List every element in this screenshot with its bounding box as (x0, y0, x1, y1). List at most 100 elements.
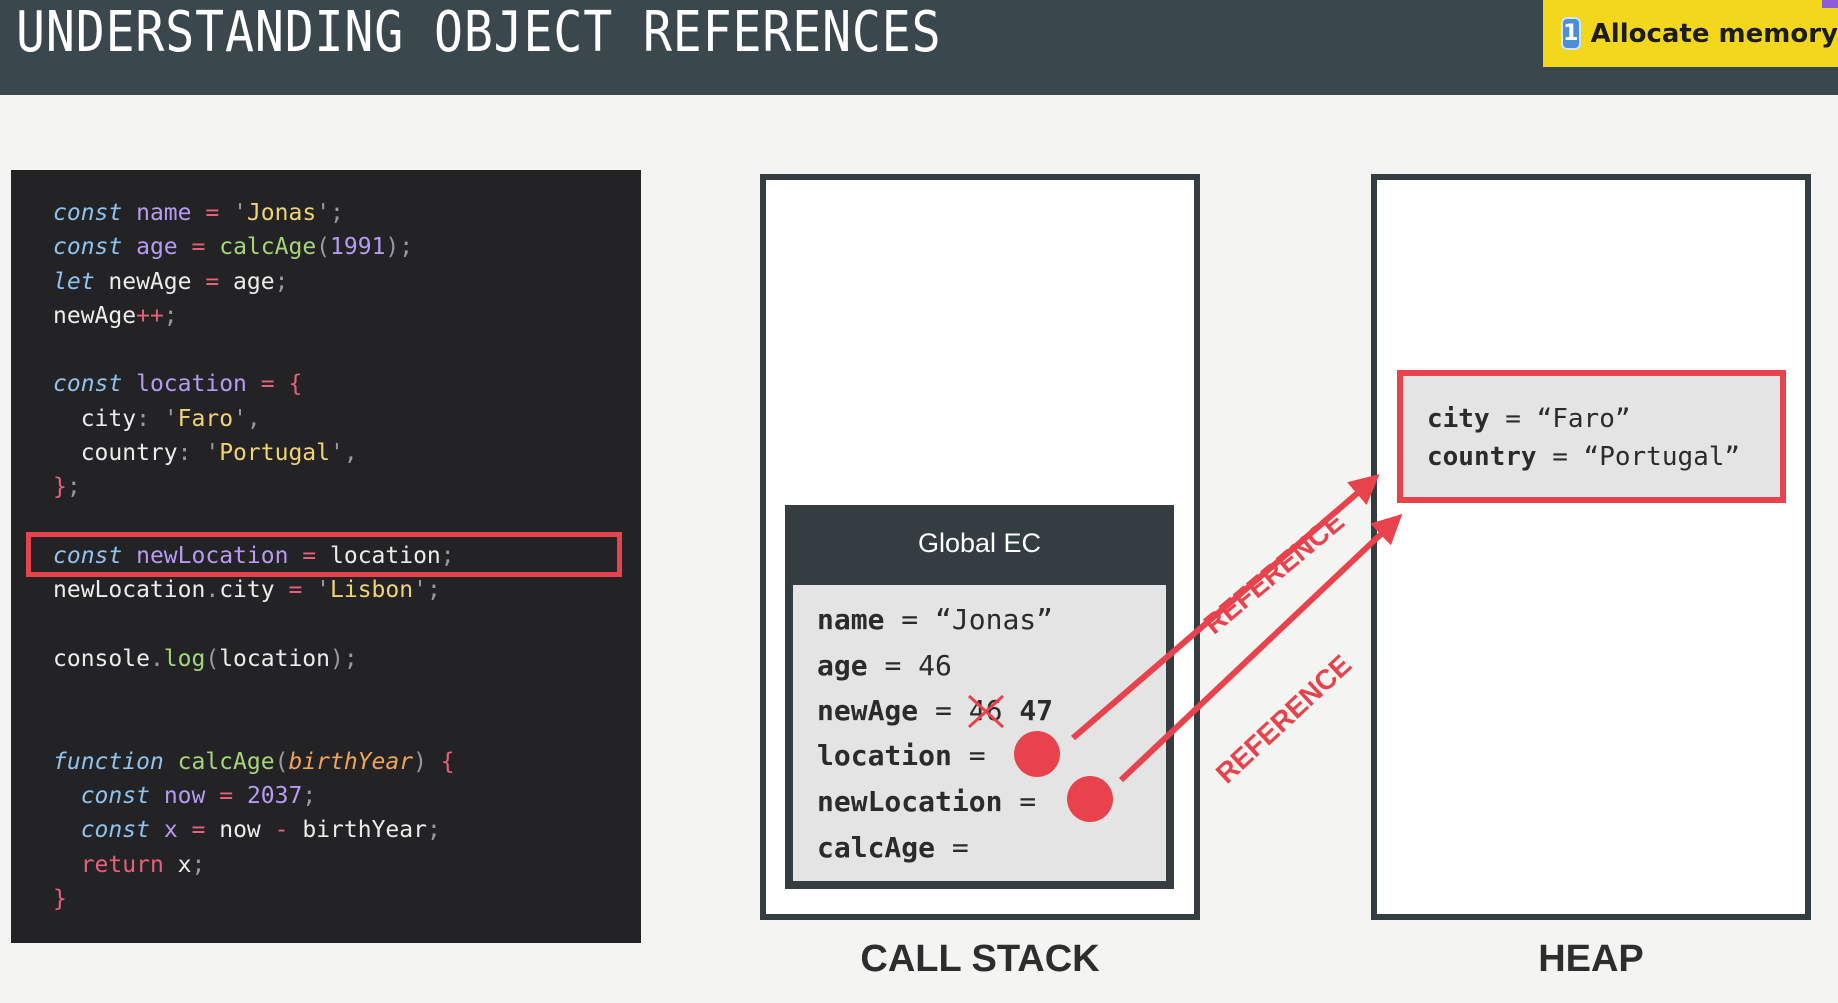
code-token: = (219, 783, 234, 810)
code-token: = (302, 542, 317, 569)
code-token: ' (413, 577, 427, 604)
heap-key: city (1427, 404, 1490, 434)
code-token: ; (399, 234, 414, 261)
code-token: } (53, 474, 67, 501)
code-token: ' (329, 440, 344, 467)
ec-equals: = (968, 739, 986, 772)
heap-key: country (1427, 442, 1537, 472)
code-token: , (246, 405, 261, 432)
ec-row-newlocation: newLocation = (817, 785, 1036, 825)
global-execution-context: Global EC name = “Jonas” age = 46 newAge… (785, 505, 1174, 889)
code-token: ' (316, 200, 331, 226)
code-token: : (177, 440, 192, 467)
code-token: ( (316, 234, 331, 261)
code-token: city (219, 577, 289, 604)
ec-row-newage: newAge = 46 47 (817, 694, 1053, 734)
code-token: location (219, 645, 330, 672)
code-line: newAge++; (53, 299, 455, 333)
code-token: 1991 (330, 234, 386, 261)
code-token: 2037 (246, 783, 303, 810)
ec-equals: = (951, 831, 969, 864)
heap-equals: = (1505, 404, 1521, 434)
code-line: console.log(location); (53, 642, 455, 676)
code-token: ; (66, 474, 81, 501)
code-token: ' (205, 440, 220, 467)
code-token: calcAge (219, 234, 317, 261)
global-ec-variables: name = “Jonas” age = 46 newAge = 46 47 l… (793, 585, 1166, 881)
step-badge: 1 Allocate memory (1543, 0, 1838, 67)
code-line: }; (53, 470, 455, 504)
code-line: const age = calcAge(1991); (53, 230, 455, 264)
code-token: ; (191, 851, 206, 878)
ec-key: newAge (817, 694, 919, 727)
code-token: { (440, 748, 455, 775)
code-line: let newAge = age; (53, 265, 455, 299)
heap-row-city: city = “Faro” (1427, 404, 1631, 434)
code-token: = (191, 234, 206, 261)
ec-equals: = (901, 603, 919, 636)
code-token: country (53, 440, 178, 467)
code-line: country: 'Portugal', (53, 436, 455, 470)
code-token: ( (274, 748, 289, 775)
code-token: x (163, 817, 178, 844)
ec-row-calcage: calcAge = (817, 831, 969, 871)
ec-old-value: 46 (967, 694, 1004, 729)
code-token: : (136, 405, 150, 432)
heap-value: “Faro” (1536, 404, 1631, 434)
code-token: now (163, 783, 206, 810)
code-token: = (288, 577, 303, 604)
code-token: newLocation (53, 577, 206, 604)
ec-value: “Jonas” (935, 603, 1054, 636)
code-token: = (205, 268, 220, 295)
ec-row-location: location = (817, 739, 986, 779)
code-token: ' (163, 405, 178, 432)
code-panel: const name = 'Jonas';const age = calcAge… (11, 170, 641, 943)
corner-accent (1822, 0, 1838, 8)
code-line: const location = { (53, 367, 455, 401)
code-token: x (163, 851, 192, 878)
newlocation-pointer-dot (1067, 776, 1113, 822)
code-token: ; (426, 577, 441, 604)
step-number-icon: 1 (1561, 17, 1581, 50)
code-token: location (136, 371, 247, 398)
code-line: } (53, 882, 455, 916)
ec-key: newLocation (817, 785, 1003, 818)
header-bar: UNDERSTANDING OBJECT REFERENCES 1 Alloca… (0, 0, 1838, 95)
reference-label-1: REFERENCE (1198, 505, 1350, 640)
code-line: const x = now - birthYear; (53, 813, 455, 847)
code-token: let (53, 268, 95, 295)
reference-arrow-1 (1071, 474, 1380, 741)
code-token: ++ (136, 302, 164, 329)
code-line: const name = 'Jonas'; (53, 196, 455, 230)
code-token: name (136, 200, 192, 226)
code-token: ; (440, 542, 455, 569)
heap-value: “Portugal” (1583, 442, 1741, 472)
code-token: = (260, 371, 275, 398)
code-token: ; (343, 645, 358, 672)
code-token: newAge (53, 302, 137, 329)
ec-value: 46 (918, 649, 952, 682)
ec-key: name (817, 603, 885, 636)
code-token: const (80, 783, 150, 810)
code-line: const newLocation = location; (53, 539, 455, 573)
code-token: calcAge (177, 748, 275, 775)
code-token: } (53, 885, 67, 912)
code-token: age (136, 234, 178, 261)
ec-key: age (817, 649, 868, 682)
code-token: ' (233, 200, 247, 226)
code-line: function calcAge(birthYear) { (53, 745, 455, 779)
step-label: Allocate memory (1590, 18, 1838, 49)
code-token: , (343, 440, 358, 467)
code-token: const (53, 542, 123, 569)
code-token: - (274, 817, 289, 844)
code-token: = (205, 200, 220, 226)
code-token: return (80, 851, 164, 878)
code-token: ; (163, 302, 178, 329)
code-token: ) (329, 645, 344, 672)
code-line: const now = 2037; (53, 779, 455, 813)
code-token: . (149, 645, 164, 672)
code-line: city: 'Faro', (53, 402, 455, 436)
code-token: ; (274, 268, 289, 295)
code-token: location (316, 542, 441, 569)
